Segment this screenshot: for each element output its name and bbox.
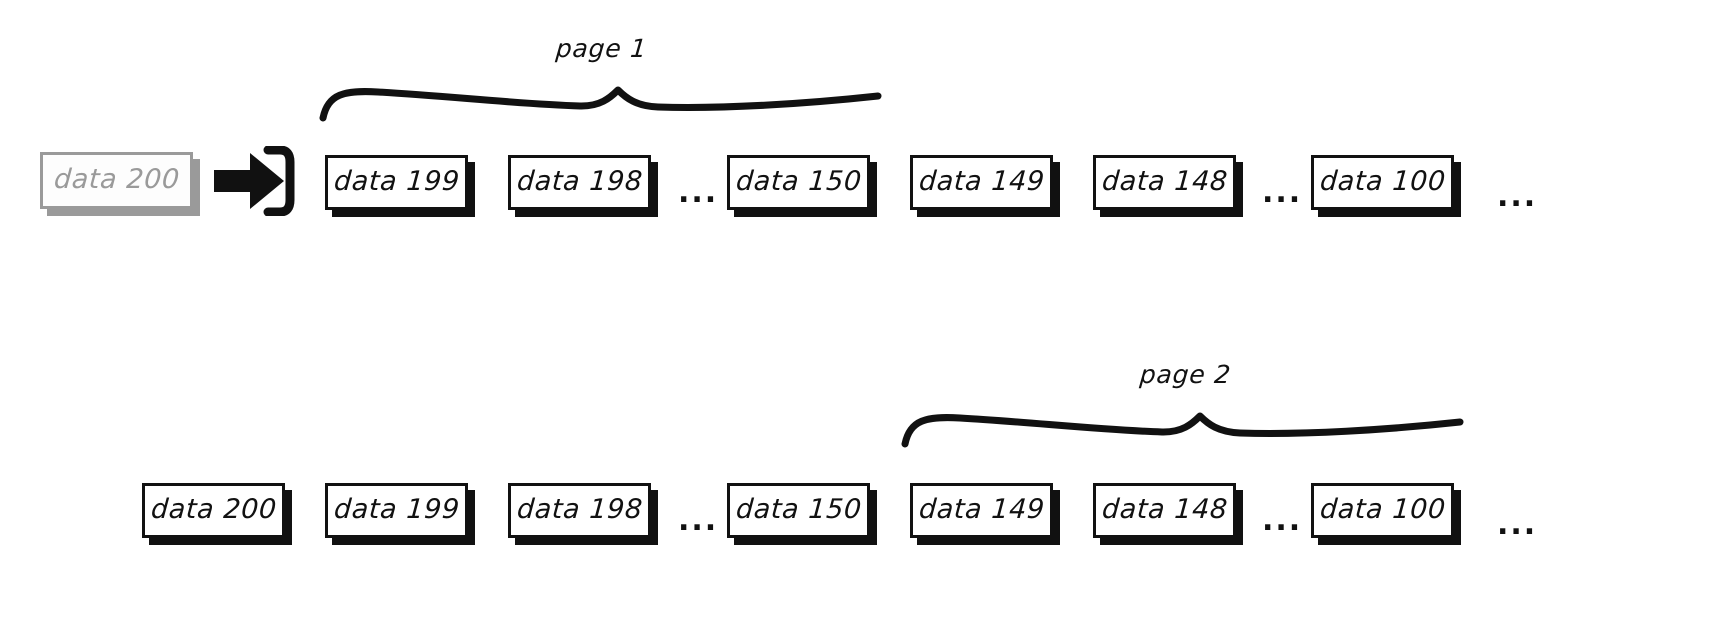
ellipsis-trailing: ...: [1497, 179, 1538, 214]
data-box-label: data 198: [515, 166, 644, 197]
data-box-label: data 100: [1318, 494, 1447, 525]
ellipsis-separator: ...: [1262, 175, 1303, 210]
data-box-label: data 199: [332, 166, 461, 197]
data-box: data 199: [325, 155, 468, 210]
data-box: data 100: [1311, 483, 1454, 538]
data-box-label: data 199: [332, 494, 461, 525]
data-box-label: data 149: [917, 166, 1046, 197]
ellipsis-trailing: ...: [1497, 507, 1538, 542]
data-box: data 148: [1093, 483, 1236, 538]
data-box: data 100: [1311, 155, 1454, 210]
data-box-label: data 150: [734, 166, 863, 197]
ellipsis-separator: ...: [1262, 503, 1303, 538]
data-box: data 149: [910, 483, 1053, 538]
page-2-brace: [901, 412, 1464, 448]
ellipsis-separator: ...: [678, 175, 719, 210]
ghost-data-box: data 200: [40, 152, 193, 209]
data-box: data 148: [1093, 155, 1236, 210]
closing-bracket-icon: [263, 146, 295, 216]
page-2-label: page 2: [1138, 360, 1233, 389]
data-box: data 198: [508, 155, 651, 210]
data-box: data 200: [142, 483, 285, 538]
data-box-label: data 198: [515, 494, 644, 525]
right-arrow-icon: [214, 153, 284, 209]
data-box-label: data 150: [734, 494, 863, 525]
ellipsis-separator: ...: [678, 503, 719, 538]
page-1-brace: [319, 86, 882, 122]
data-box: data 199: [325, 483, 468, 538]
data-box-label: data 149: [917, 494, 1046, 525]
data-box-label: data 100: [1318, 166, 1447, 197]
data-box: data 149: [910, 155, 1053, 210]
data-box: data 150: [727, 155, 870, 210]
data-box: data 198: [508, 483, 651, 538]
data-box-label: data 200: [149, 494, 278, 525]
ghost-data-box-label: data 200: [52, 164, 181, 195]
data-box-label: data 148: [1100, 494, 1229, 525]
arrow-right-into-bracket-icon: [214, 146, 295, 216]
data-box-label: data 148: [1100, 166, 1229, 197]
data-box: data 150: [727, 483, 870, 538]
page-1-label: page 1: [554, 34, 649, 63]
